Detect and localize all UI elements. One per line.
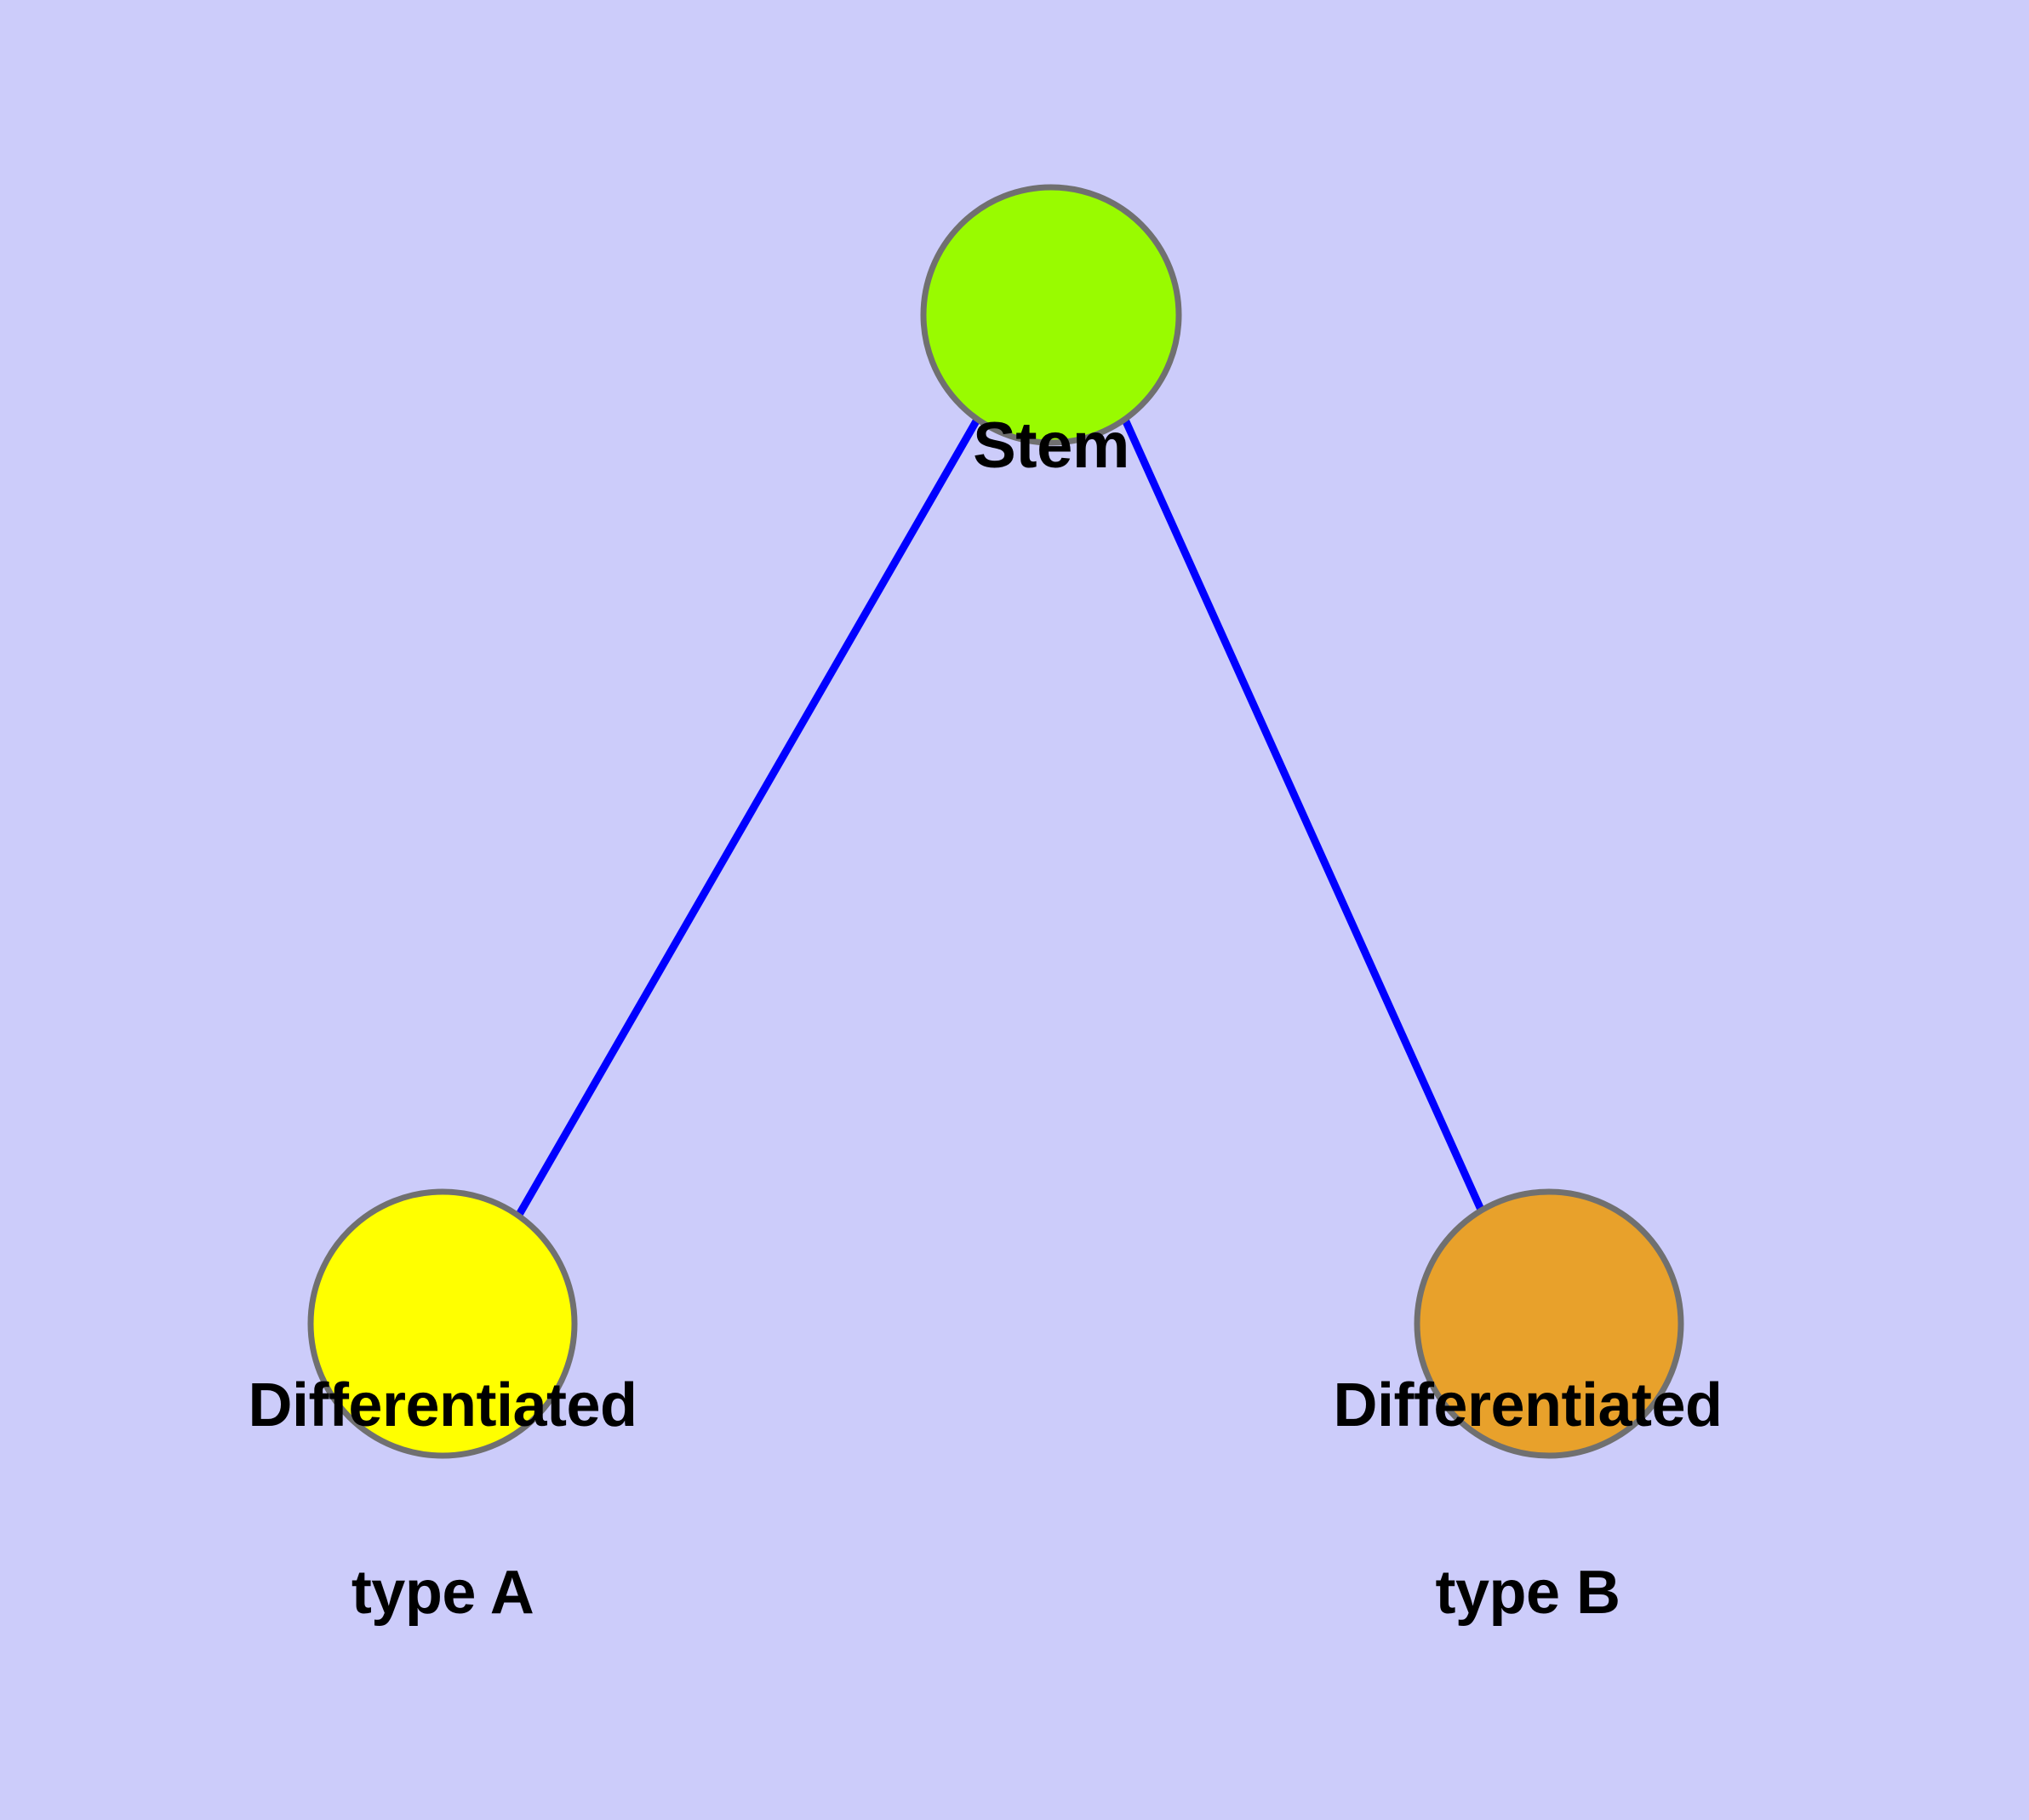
node-differentiated-type-b[interactable] xyxy=(1414,1188,1684,1459)
edge-stem-to-differentiated-type-b xyxy=(1121,418,1489,1221)
node-differentiated-type-a[interactable] xyxy=(307,1188,578,1459)
node-stem[interactable] xyxy=(920,184,1182,446)
edge-stem-to-differentiated-type-a xyxy=(513,417,980,1222)
